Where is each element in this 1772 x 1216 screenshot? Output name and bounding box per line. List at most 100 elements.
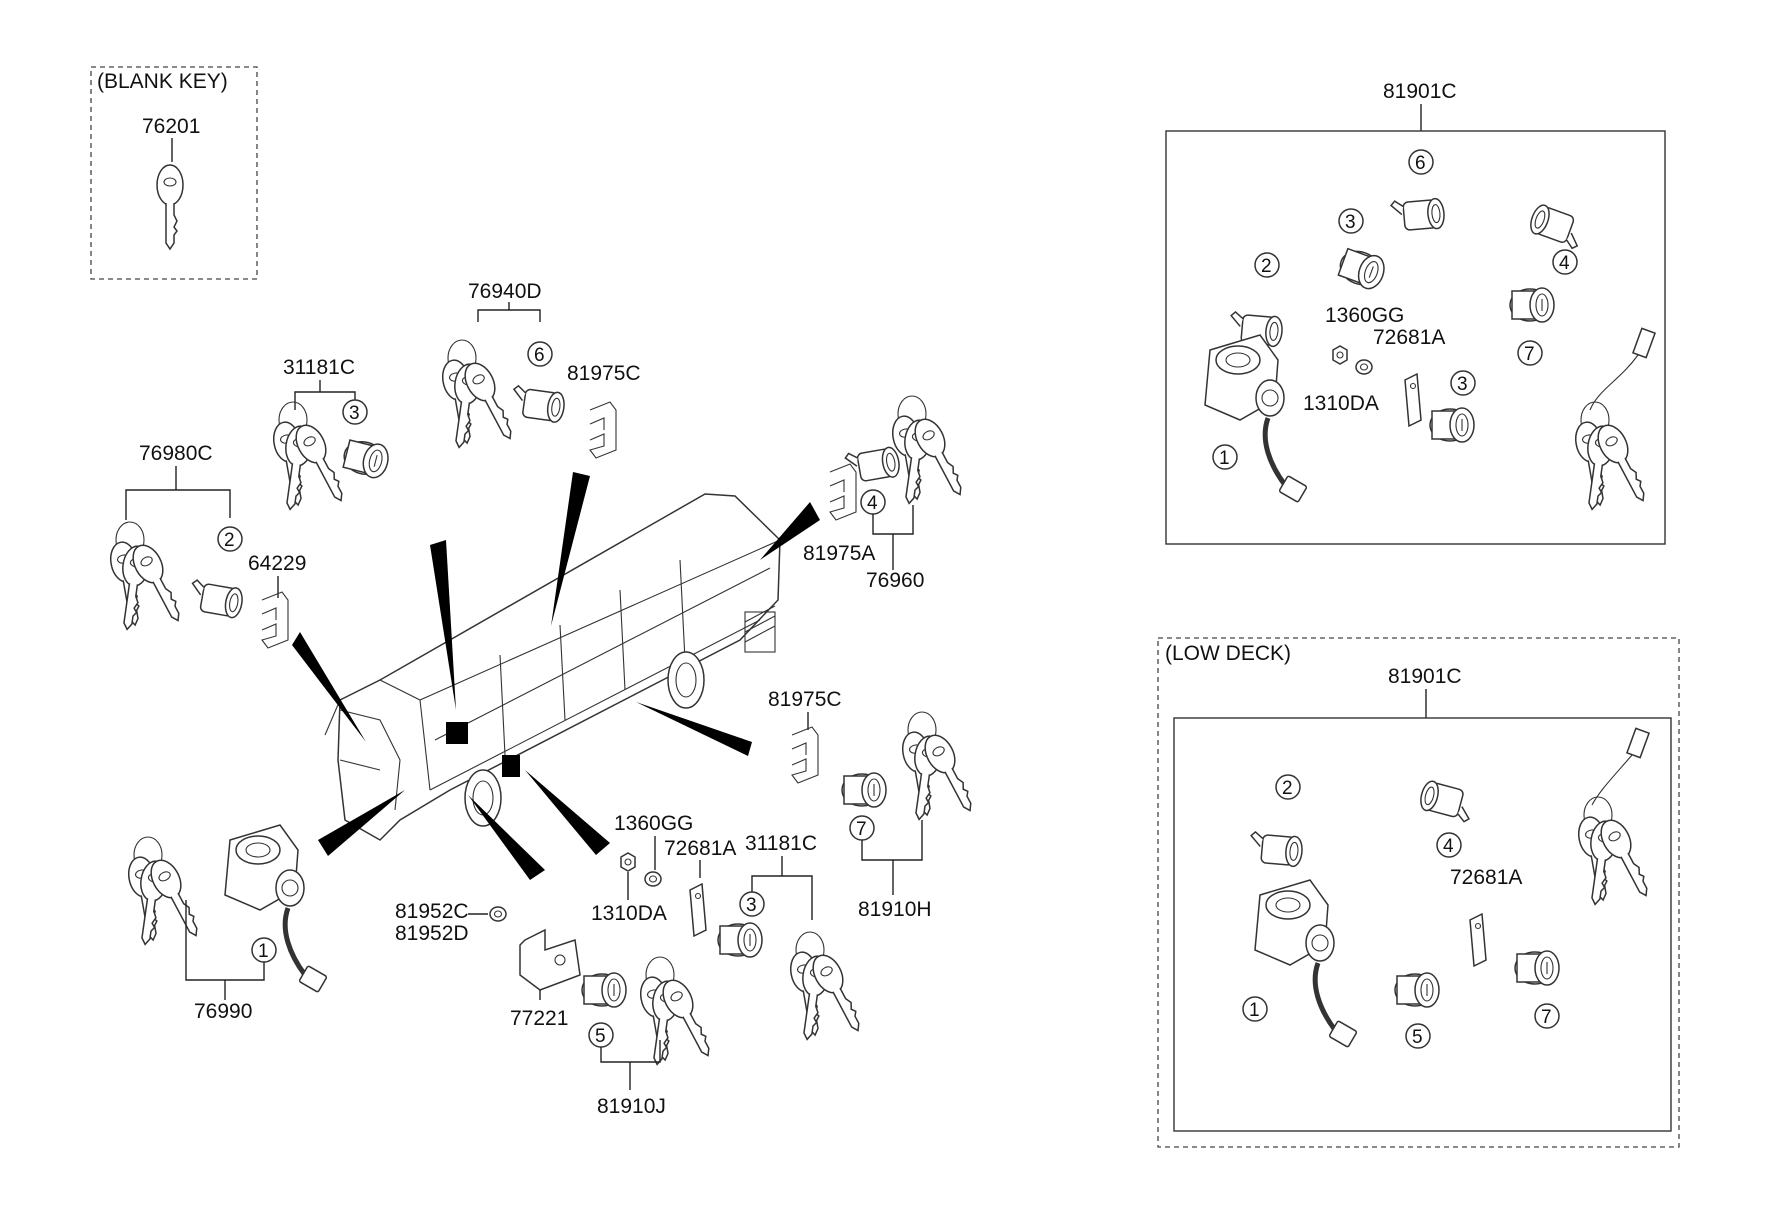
clip-icon (829, 463, 857, 521)
callout-4-r (1552, 249, 1578, 275)
part-label-31181C-bot: 31181C (745, 832, 817, 855)
part-label-31181C-top: 31181C (283, 356, 355, 379)
nut-icon (1332, 345, 1348, 365)
callout-7-l (1534, 1003, 1560, 1029)
part-label-1310DA: 1310DA (591, 902, 667, 925)
callout-7-r (1517, 340, 1543, 366)
part-label-72681A-low: 72681A (1450, 866, 1522, 889)
plate-icon (689, 883, 707, 937)
key-icon (1576, 797, 1658, 906)
callout-2-l (1275, 774, 1301, 800)
plate-icon (1469, 913, 1487, 967)
lock-cylinder-icon (1514, 950, 1560, 986)
callout-5-l-text: 5 (1412, 1027, 1423, 1048)
callout-6-r-text: 6 (1415, 153, 1426, 174)
callout-4-r-text: 4 (1559, 253, 1570, 274)
bracket-icon (519, 928, 581, 991)
part-label-1360GG: 1360GG (614, 812, 693, 835)
part-label-81975C-mid: 81975C (768, 688, 842, 711)
callout-3-r2-text: 3 (1457, 374, 1468, 395)
callout-6 (527, 341, 553, 367)
part-label-76201: 76201 (142, 115, 200, 138)
callout-3-r2 (1450, 370, 1476, 396)
nut-icon (620, 852, 636, 872)
key-icon (156, 164, 184, 250)
callout-7-text: 7 (856, 819, 867, 840)
part-label-81975C-top: 81975C (567, 362, 641, 385)
keyring-icon (1591, 727, 1650, 806)
part-label-77221: 77221 (510, 1007, 568, 1030)
lock-cylinder-icon (187, 578, 246, 620)
key-icon (890, 396, 972, 505)
blank-key-title: (BLANK KEY) (97, 70, 228, 93)
callout-6-text: 6 (534, 345, 545, 366)
key-icon (1573, 402, 1655, 511)
callout-5-text: 5 (595, 1026, 606, 1047)
callout-7-l-text: 7 (1541, 1007, 1552, 1028)
part-label-81901C-top: 81901C (1383, 80, 1457, 103)
key-icon (271, 402, 353, 511)
callout-3b (739, 891, 765, 917)
lock-cylinder-icon (509, 384, 567, 424)
callout-1-l (1242, 996, 1268, 1022)
callout-2-r (1254, 252, 1280, 278)
callout-5-l (1405, 1023, 1431, 1049)
callout-3-r (1338, 208, 1364, 234)
lock-cylinder-icon (1509, 287, 1555, 323)
lock-cylinder-icon (1526, 201, 1588, 251)
part-label-76940D: 76940D (468, 280, 542, 303)
callout-3 (342, 399, 368, 425)
clip-icon (589, 401, 617, 459)
pointer-wedges (292, 472, 820, 880)
callout-3-text: 3 (349, 403, 360, 424)
part-label-76960: 76960 (866, 569, 924, 592)
callout-2-l-text: 2 (1282, 778, 1293, 799)
ignition-switch-icon (1205, 335, 1307, 502)
lock-cylinder-icon (1248, 830, 1305, 868)
part-label-76980C: 76980C (139, 442, 213, 465)
lock-cylinder-icon (1394, 972, 1440, 1008)
low-deck-title: (LOW DECK) (1165, 642, 1291, 665)
kit-81901C-low-box (1173, 717, 1672, 1132)
key-icon (108, 522, 190, 631)
callout-2-r-text: 2 (1261, 256, 1272, 277)
lock-cylinder-icon (1334, 244, 1390, 293)
callout-3b-text: 3 (746, 895, 757, 916)
part-label-81952D: 81952D (395, 922, 469, 945)
callout-2-text: 2 (224, 530, 235, 551)
clip-icon (791, 726, 819, 784)
key-icon (440, 340, 522, 449)
ignition-switch-icon (225, 825, 327, 992)
callout-1-l-text: 1 (1249, 1000, 1260, 1021)
part-label-1360GG-r: 1360GG (1325, 304, 1404, 327)
lock-cylinder-icon (841, 772, 887, 808)
lock-cylinder-icon (717, 922, 763, 958)
part-label-1310DA-r: 1310DA (1303, 392, 1379, 415)
callout-6-r (1408, 149, 1434, 175)
key-icon (900, 712, 982, 821)
part-label-72681A: 72681A (664, 837, 736, 860)
callout-1-r (1212, 444, 1238, 470)
callout-4-l-text: 4 (1443, 836, 1454, 857)
blank-key-box (90, 66, 258, 280)
callout-2 (217, 526, 243, 552)
callout-4-l (1436, 832, 1462, 858)
ignition-switch-icon (1255, 880, 1357, 1047)
low-deck-box (1157, 637, 1680, 1148)
lock-cylinder-icon (843, 444, 902, 486)
callout-3-r-text: 3 (1345, 212, 1356, 233)
part-label-81910J: 81910J (597, 1095, 666, 1118)
washer-icon (644, 871, 662, 887)
callout-4-text: 4 (867, 493, 878, 514)
kit-81901C-box (1165, 130, 1666, 545)
callout-7-r-text: 7 (1524, 344, 1535, 365)
key-icon (638, 957, 720, 1066)
callout-1-r-text: 1 (1219, 448, 1230, 469)
washer-icon (489, 906, 507, 922)
lock-cylinder-icon (1416, 778, 1477, 824)
part-label-76990: 76990 (194, 1000, 252, 1023)
lock-cylinder-icon (339, 435, 393, 482)
key-icon (126, 837, 208, 946)
